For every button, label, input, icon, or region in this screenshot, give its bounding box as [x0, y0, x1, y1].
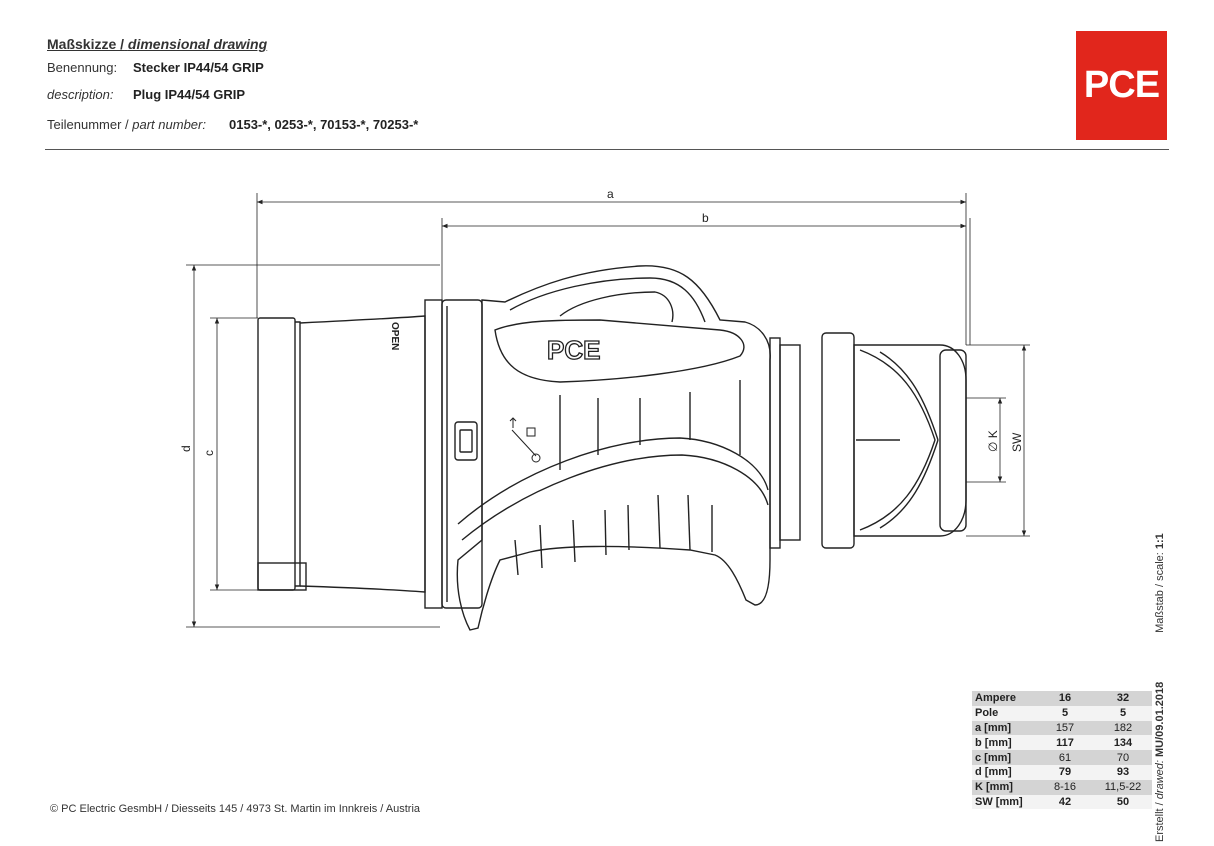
benennung-value: Stecker IP44/54 GRIP: [133, 60, 264, 75]
description-row: description: Plug IP44/54 GRIP: [47, 87, 245, 102]
part-label-de: Teilenummer /: [47, 117, 129, 132]
dim-a-label: a: [607, 187, 614, 201]
dim-sw-label: SW: [1010, 432, 1024, 452]
spec-value-cell: 79: [1036, 764, 1094, 780]
header-divider: [45, 149, 1169, 150]
spec-label-cell: b [mm]: [972, 735, 1036, 751]
spec-value-cell: 61: [1036, 750, 1094, 765]
dim-d-label: d: [179, 445, 193, 452]
footer-text: PC Electric GesmbH / Diesseits 145 / 497…: [61, 803, 421, 815]
spec-value-cell: 117: [1036, 735, 1094, 751]
spec-value-cell: 5: [1036, 705, 1094, 721]
spec-label-cell: c [mm]: [972, 750, 1036, 765]
plug-outline: [257, 265, 967, 631]
description-value: Plug IP44/54 GRIP: [133, 87, 245, 102]
spec-label-cell: Pole: [972, 705, 1036, 721]
spec-value-cell: 93: [1094, 764, 1152, 780]
spec-value-cell: 42: [1036, 794, 1094, 810]
title-en: dimensional drawing: [127, 36, 268, 52]
spec-value-cell: 70: [1094, 750, 1152, 765]
lock-icon: [509, 417, 541, 463]
spec-label-cell: d [mm]: [972, 764, 1036, 780]
spec-value-cell: 182: [1094, 720, 1152, 736]
title-de: Maßskizze /: [47, 36, 125, 52]
spec-value-cell: 32: [1094, 691, 1152, 706]
scale-label: Maßstab / scale:: [1154, 552, 1166, 633]
part-number-row: Teilenummer / part number: 0153-*, 0253-…: [47, 117, 418, 132]
dim-c-label: c: [202, 450, 216, 456]
spec-value-cell: 134: [1094, 735, 1152, 751]
benennung-row: Benennung: Stecker IP44/54 GRIP: [47, 60, 264, 75]
description-label: description:: [47, 87, 114, 102]
spec-value-cell: 8-16: [1036, 779, 1094, 795]
spec-label-cell: K [mm]: [972, 779, 1036, 795]
scale-value: 1:1: [1154, 533, 1166, 550]
open-label: OPEN: [389, 322, 400, 350]
dimension-labels: a b d c ∅ K SW: [179, 187, 1024, 456]
dim-b-label: b: [702, 211, 709, 225]
copyright-icon: ©: [50, 803, 59, 815]
side-info: Erstellt / drawed: MU/09.01.2018 Maßstab…: [1154, 533, 1166, 842]
spec-value-cell: 50: [1094, 794, 1152, 810]
spec-value-cell: 157: [1036, 720, 1094, 736]
dim-k-label: ∅ K: [986, 430, 1000, 452]
spec-value-cell: 16: [1036, 691, 1094, 706]
spec-label-cell: SW [mm]: [972, 794, 1036, 810]
created-value: MU/09.01.2018: [1154, 681, 1166, 757]
page-title: Maßskizze / dimensional drawing: [47, 36, 267, 52]
footer: © PC Electric GesmbH / Diesseits 145 / 4…: [50, 803, 420, 815]
created-label: Erstellt /: [1154, 802, 1166, 842]
body-brand-text: PCE: [547, 335, 600, 365]
dimension-lines: [186, 193, 1030, 628]
spec-value-cell: 11,5-22: [1094, 779, 1152, 795]
created-label-en: drawed:: [1154, 760, 1166, 800]
benennung-label: Benennung:: [47, 60, 118, 75]
part-label-en: part number:: [132, 117, 206, 132]
pce-logo: PCE: [1076, 31, 1167, 140]
part-number-value: 0153-*, 0253-*, 70153-*, 70253-*: [229, 117, 419, 132]
spec-label-cell: a [mm]: [972, 720, 1036, 736]
spec-value-cell: 5: [1094, 705, 1152, 721]
spec-label-cell: Ampere: [972, 691, 1036, 706]
